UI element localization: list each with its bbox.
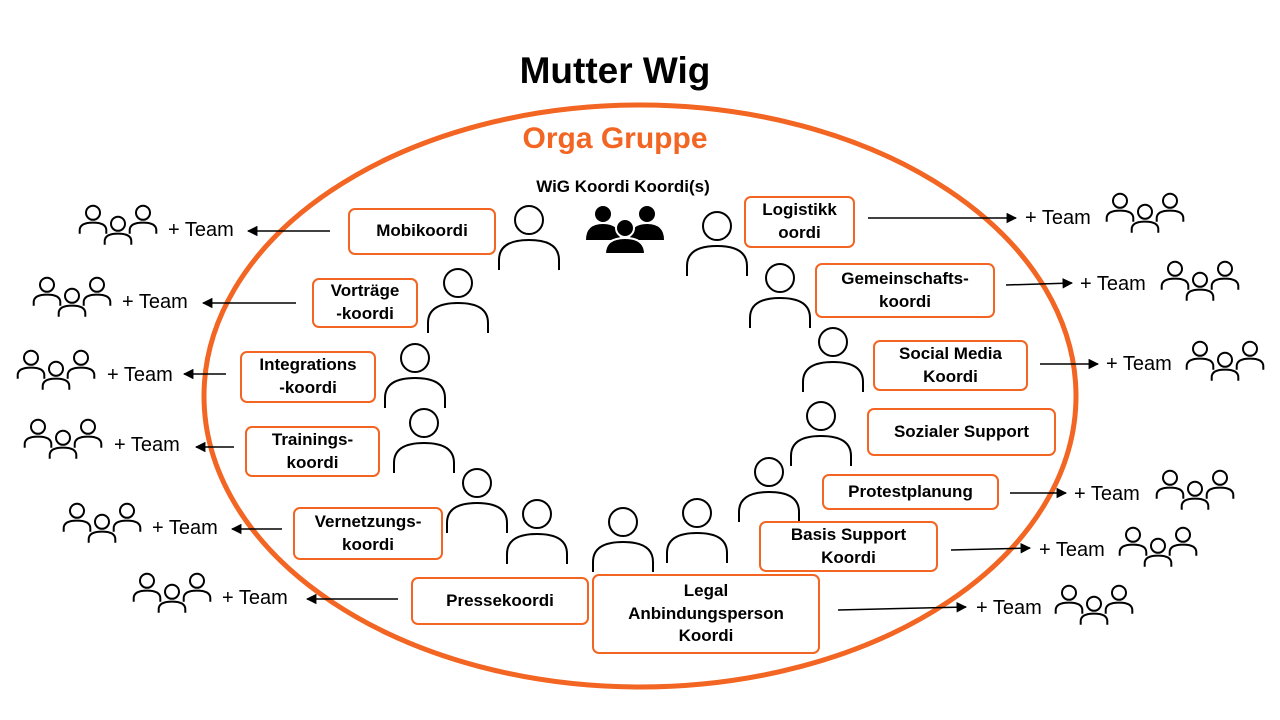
team-icon — [1054, 584, 1134, 625]
person-icon — [498, 205, 560, 270]
coordinator-box-integrations: Integrations -koordi — [240, 351, 376, 403]
team-icon — [62, 502, 142, 543]
team-label-basis-support: + Team — [1039, 539, 1105, 561]
person-icon — [506, 499, 568, 564]
team-label-legal: + Team — [976, 597, 1042, 619]
person-icon — [592, 507, 654, 572]
person-icon — [427, 268, 489, 333]
team-label-logistikk: + Team — [1025, 207, 1091, 229]
group-icon — [586, 206, 664, 255]
person-icon — [384, 343, 446, 408]
coordinator-box-presse: Pressekoordi — [411, 577, 589, 625]
coordinator-box-protestplanung: Protestplanung — [822, 474, 999, 510]
arrow — [1005, 278, 1074, 289]
orga-gruppe-ellipse — [201, 102, 1079, 690]
person-icon — [446, 468, 508, 533]
coordinator-box-vortraege: Vorträge -koordi — [312, 278, 418, 328]
person-icon — [686, 211, 748, 276]
coordinator-box-vernetzungs: Vernetzungs- koordi — [293, 507, 443, 560]
team-icon — [23, 418, 103, 459]
coordinator-box-logistikk: Logistikk oordi — [744, 196, 855, 248]
team-icon — [1160, 260, 1240, 301]
wig-koordi-label: WiG Koordi Koordi(s) — [536, 177, 710, 196]
person-icon — [802, 327, 864, 392]
team-icon — [78, 204, 158, 245]
coordinator-box-sozialer-support: Sozialer Support — [867, 408, 1056, 456]
team-icon — [1155, 469, 1235, 510]
team-label-vernetzungs: + Team — [152, 517, 218, 539]
team-label-vortraege: + Team — [122, 291, 188, 313]
team-arrows — [182, 212, 1100, 613]
orga-gruppe-label: Orga Gruppe — [522, 122, 708, 155]
team-icon — [1105, 192, 1185, 233]
coordinator-box-gemeinschafts: Gemeinschafts- koordi — [815, 263, 995, 318]
team-label-integrations: + Team — [107, 364, 173, 386]
team-label-social-media: + Team — [1106, 353, 1172, 375]
coordinator-box-trainings: Trainings- koordi — [245, 426, 380, 477]
coordinator-box-mobikoordi: Mobikoordi — [348, 208, 496, 255]
team-label-presse: + Team — [222, 587, 288, 609]
team-icon — [1118, 526, 1198, 567]
team-icon — [132, 572, 212, 613]
person-icon — [393, 408, 455, 473]
person-icon — [666, 498, 728, 563]
team-label-trainings: + Team — [114, 434, 180, 456]
arrow — [950, 542, 1032, 554]
person-icons — [384, 205, 864, 572]
team-icon — [1185, 340, 1265, 381]
team-label-gemeinschafts: + Team — [1080, 273, 1146, 295]
coordinator-box-basis-support: Basis Support Koordi — [759, 521, 938, 572]
person-icon — [749, 263, 811, 328]
team-label-protestplanung: + Team — [1074, 483, 1140, 505]
arrow — [837, 601, 968, 613]
team-icons — [16, 192, 1265, 625]
coordinator-box-social-media: Social Media Koordi — [873, 340, 1028, 391]
coordinator-box-legal: Legal Anbindungsperson Koordi — [592, 574, 820, 654]
diagram-title: Mutter Wig — [519, 50, 711, 91]
team-label-mobikoordi: + Team — [168, 219, 234, 241]
person-icon — [790, 401, 852, 466]
team-icon — [16, 349, 96, 390]
team-icon — [32, 276, 112, 317]
person-icon — [738, 457, 800, 522]
